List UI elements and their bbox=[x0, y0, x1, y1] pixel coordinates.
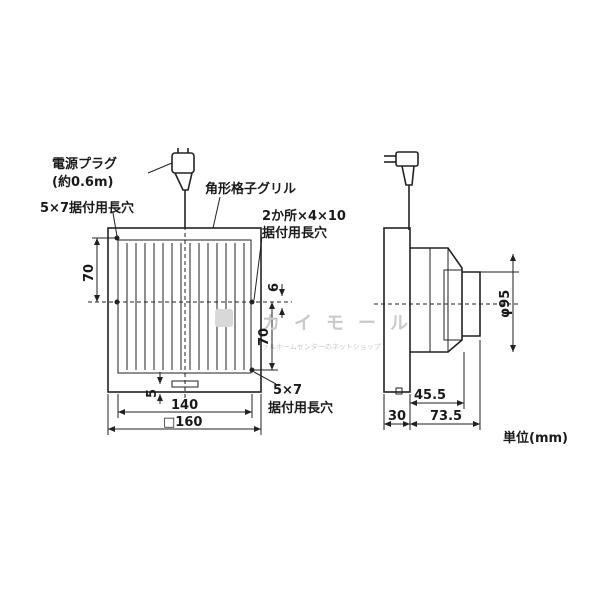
dim-45-5: 45.5 bbox=[414, 388, 446, 403]
dim-d95: φ95 bbox=[498, 290, 513, 318]
label-slot-left: 5×7据付用長穴 bbox=[40, 200, 134, 216]
label-mount-holes-1: 2か所×4×10 bbox=[262, 208, 346, 224]
label-plug-length: (約0.6m) bbox=[52, 174, 113, 190]
grille-bars bbox=[126, 243, 245, 370]
label-slot-br-1: 5×7 bbox=[273, 383, 302, 398]
front-view bbox=[88, 148, 292, 435]
watermark-subtext: ァルホームセンターのネットショップ bbox=[262, 342, 381, 351]
dim-30: 30 bbox=[388, 409, 406, 424]
watermark: カイモール ァルホームセンターのネットショップ bbox=[215, 309, 422, 351]
label-slot-br-2: 据付用長穴 bbox=[268, 400, 333, 416]
bottom-tab bbox=[171, 380, 199, 388]
side-view bbox=[374, 151, 520, 430]
mount-hole-l bbox=[114, 299, 120, 305]
motor-body bbox=[410, 247, 463, 353]
watermark-text: カイモール bbox=[262, 313, 422, 334]
duct-connector bbox=[462, 271, 481, 337]
plug-icon bbox=[171, 148, 195, 191]
plug-side-icon bbox=[384, 151, 419, 186]
dim-160: □160 bbox=[163, 415, 202, 430]
dim-five: 5 bbox=[145, 389, 160, 398]
label-mount-holes-2: 据付用長穴 bbox=[262, 225, 327, 241]
mount-hole-br bbox=[249, 367, 255, 373]
mount-hole-r bbox=[249, 299, 255, 305]
dim-right-70: 70 bbox=[257, 328, 272, 346]
dim-left-70: 70 bbox=[82, 264, 97, 282]
dim-six: 6 bbox=[267, 283, 282, 292]
mount-hole-tl bbox=[114, 235, 120, 241]
watermark-logo-icon bbox=[215, 309, 233, 327]
dim-73-5: 73.5 bbox=[430, 409, 462, 424]
label-plug: 電源プラグ bbox=[52, 156, 117, 172]
label-unit: 単位(mm) bbox=[503, 430, 568, 446]
dim-140: 140 bbox=[171, 398, 198, 413]
face-plate bbox=[383, 227, 411, 393]
label-grille: 角形格子グリル bbox=[205, 181, 296, 197]
